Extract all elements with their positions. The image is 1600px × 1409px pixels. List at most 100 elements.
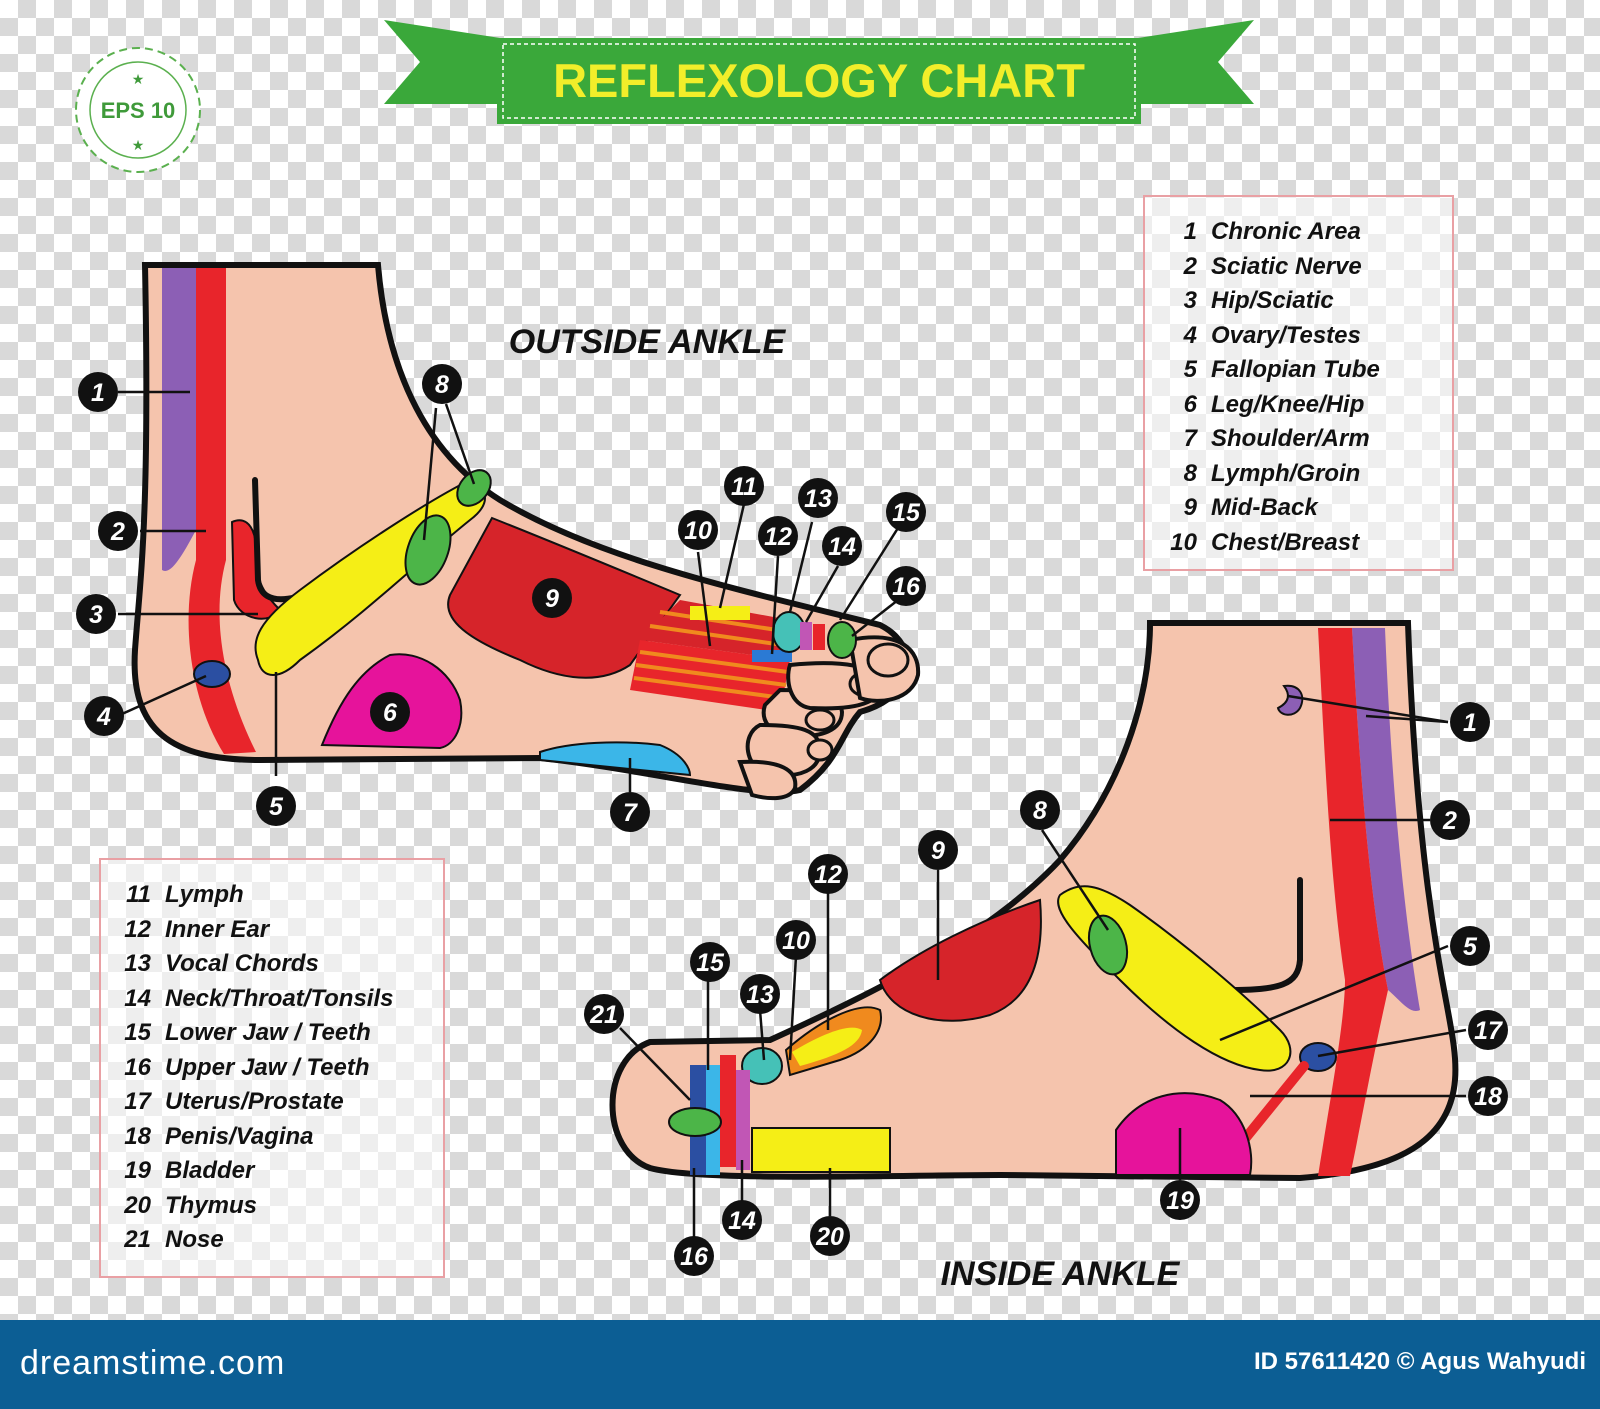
svg-text:21: 21 <box>589 1001 618 1029</box>
title-banner: REFLEXOLOGY CHART <box>384 20 1254 124</box>
marker-inside-13: 13 <box>740 974 780 1014</box>
svg-text:2: 2 <box>1442 807 1457 835</box>
brand-logo[interactable]: dreamstime.com <box>20 1344 286 1382</box>
svg-text:9: 9 <box>931 837 945 865</box>
marker-inside-9: 9 <box>918 830 958 870</box>
svg-text:14: 14 <box>728 1207 756 1235</box>
svg-text:8: 8 <box>435 371 449 399</box>
marker-inside-21: 21 <box>584 994 624 1034</box>
inside-markers: 1 2 5 8 9 10 12 13 14 15 16 17 18 19 20 … <box>584 702 1508 1276</box>
svg-text:5: 5 <box>269 793 284 821</box>
svg-text:20: 20 <box>815 1223 844 1251</box>
outside-leader-lines <box>118 390 900 792</box>
marker-outside-7: 7 <box>610 792 650 832</box>
outside-zone-ovary <box>193 660 231 688</box>
svg-text:19: 19 <box>1166 1187 1194 1215</box>
marker-outside-10: 10 <box>678 510 718 550</box>
svg-text:17: 17 <box>1474 1017 1503 1045</box>
inside-zone-bladder <box>1115 1092 1253 1176</box>
marker-outside-11: 11 <box>724 466 764 506</box>
marker-inside-20: 20 <box>810 1216 850 1256</box>
marker-outside-5: 5 <box>256 786 296 826</box>
marker-outside-8: 8 <box>422 364 462 404</box>
svg-text:7: 7 <box>623 799 638 827</box>
footer-bar: dreamstime.com ID 57611420 © Agus Wahyud… <box>0 1320 1600 1409</box>
svg-text:12: 12 <box>814 861 842 889</box>
marker-inside-2: 2 <box>1430 800 1470 840</box>
inside-ankle-label: INSIDE ANKLE <box>941 1255 1181 1293</box>
marker-outside-9: 9 <box>532 578 572 618</box>
marker-outside-2: 2 <box>98 511 138 551</box>
svg-text:15: 15 <box>696 949 725 977</box>
marker-outside-3: 3 <box>76 594 116 634</box>
inside-zone-thymus <box>751 1127 891 1173</box>
svg-text:14: 14 <box>828 533 856 561</box>
reflexology-diagram: EPS 10 ★ ★ REFLEXOLOGY CHART <box>75 20 1508 1293</box>
outside-foot <box>131 262 921 801</box>
svg-text:3: 3 <box>89 601 103 629</box>
svg-text:12: 12 <box>764 523 792 551</box>
marker-inside-15: 15 <box>690 942 730 982</box>
badge-star-icon: ★ <box>132 137 145 153</box>
svg-text:1: 1 <box>1463 709 1477 737</box>
chart-title: REFLEXOLOGY CHART <box>553 54 1085 107</box>
marker-outside-14: 14 <box>822 526 862 566</box>
marker-outside-16: 16 <box>886 566 926 606</box>
inside-zone-sciatic <box>1318 628 1388 1176</box>
badge-star-icon: ★ <box>132 71 145 87</box>
svg-text:13: 13 <box>746 981 774 1009</box>
marker-outside-13: 13 <box>798 478 838 518</box>
image-credit: ID 57611420 © Agus Wahyudi <box>1253 1348 1586 1375</box>
svg-text:2: 2 <box>110 518 125 546</box>
badge-label: EPS 10 <box>101 98 176 123</box>
marker-inside-5: 5 <box>1450 926 1490 966</box>
svg-text:5: 5 <box>1463 933 1478 961</box>
inside-zone-nose <box>668 1107 722 1137</box>
marker-inside-1: 1 <box>1450 702 1490 742</box>
svg-text:9: 9 <box>545 585 559 613</box>
svg-text:16: 16 <box>680 1243 709 1271</box>
marker-inside-12: 12 <box>808 854 848 894</box>
outside-toes <box>690 606 921 801</box>
outside-zone-shoulder <box>539 741 692 777</box>
outside-zone-chronic <box>162 268 196 571</box>
marker-inside-16: 16 <box>674 1236 714 1276</box>
svg-text:1: 1 <box>91 379 105 407</box>
svg-text:15: 15 <box>892 499 921 527</box>
svg-text:16: 16 <box>892 573 921 601</box>
marker-outside-6: 6 <box>370 692 410 732</box>
svg-text:4: 4 <box>96 703 111 731</box>
marker-inside-17: 17 <box>1468 1010 1508 1050</box>
marker-inside-18: 18 <box>1468 1076 1508 1116</box>
svg-text:11: 11 <box>731 473 757 501</box>
outside-zone-chest <box>630 600 791 712</box>
outside-zone-lymph-groin <box>404 514 452 586</box>
marker-inside-8: 8 <box>1020 790 1060 830</box>
marker-inside-10: 10 <box>776 920 816 960</box>
inside-zone-midback <box>878 898 1042 1022</box>
marker-inside-14: 14 <box>722 1200 762 1240</box>
svg-text:13: 13 <box>804 485 832 513</box>
outside-zone-sciatic <box>188 268 256 754</box>
svg-text:18: 18 <box>1474 1083 1502 1111</box>
eps-badge: EPS 10 ★ ★ <box>75 47 201 173</box>
